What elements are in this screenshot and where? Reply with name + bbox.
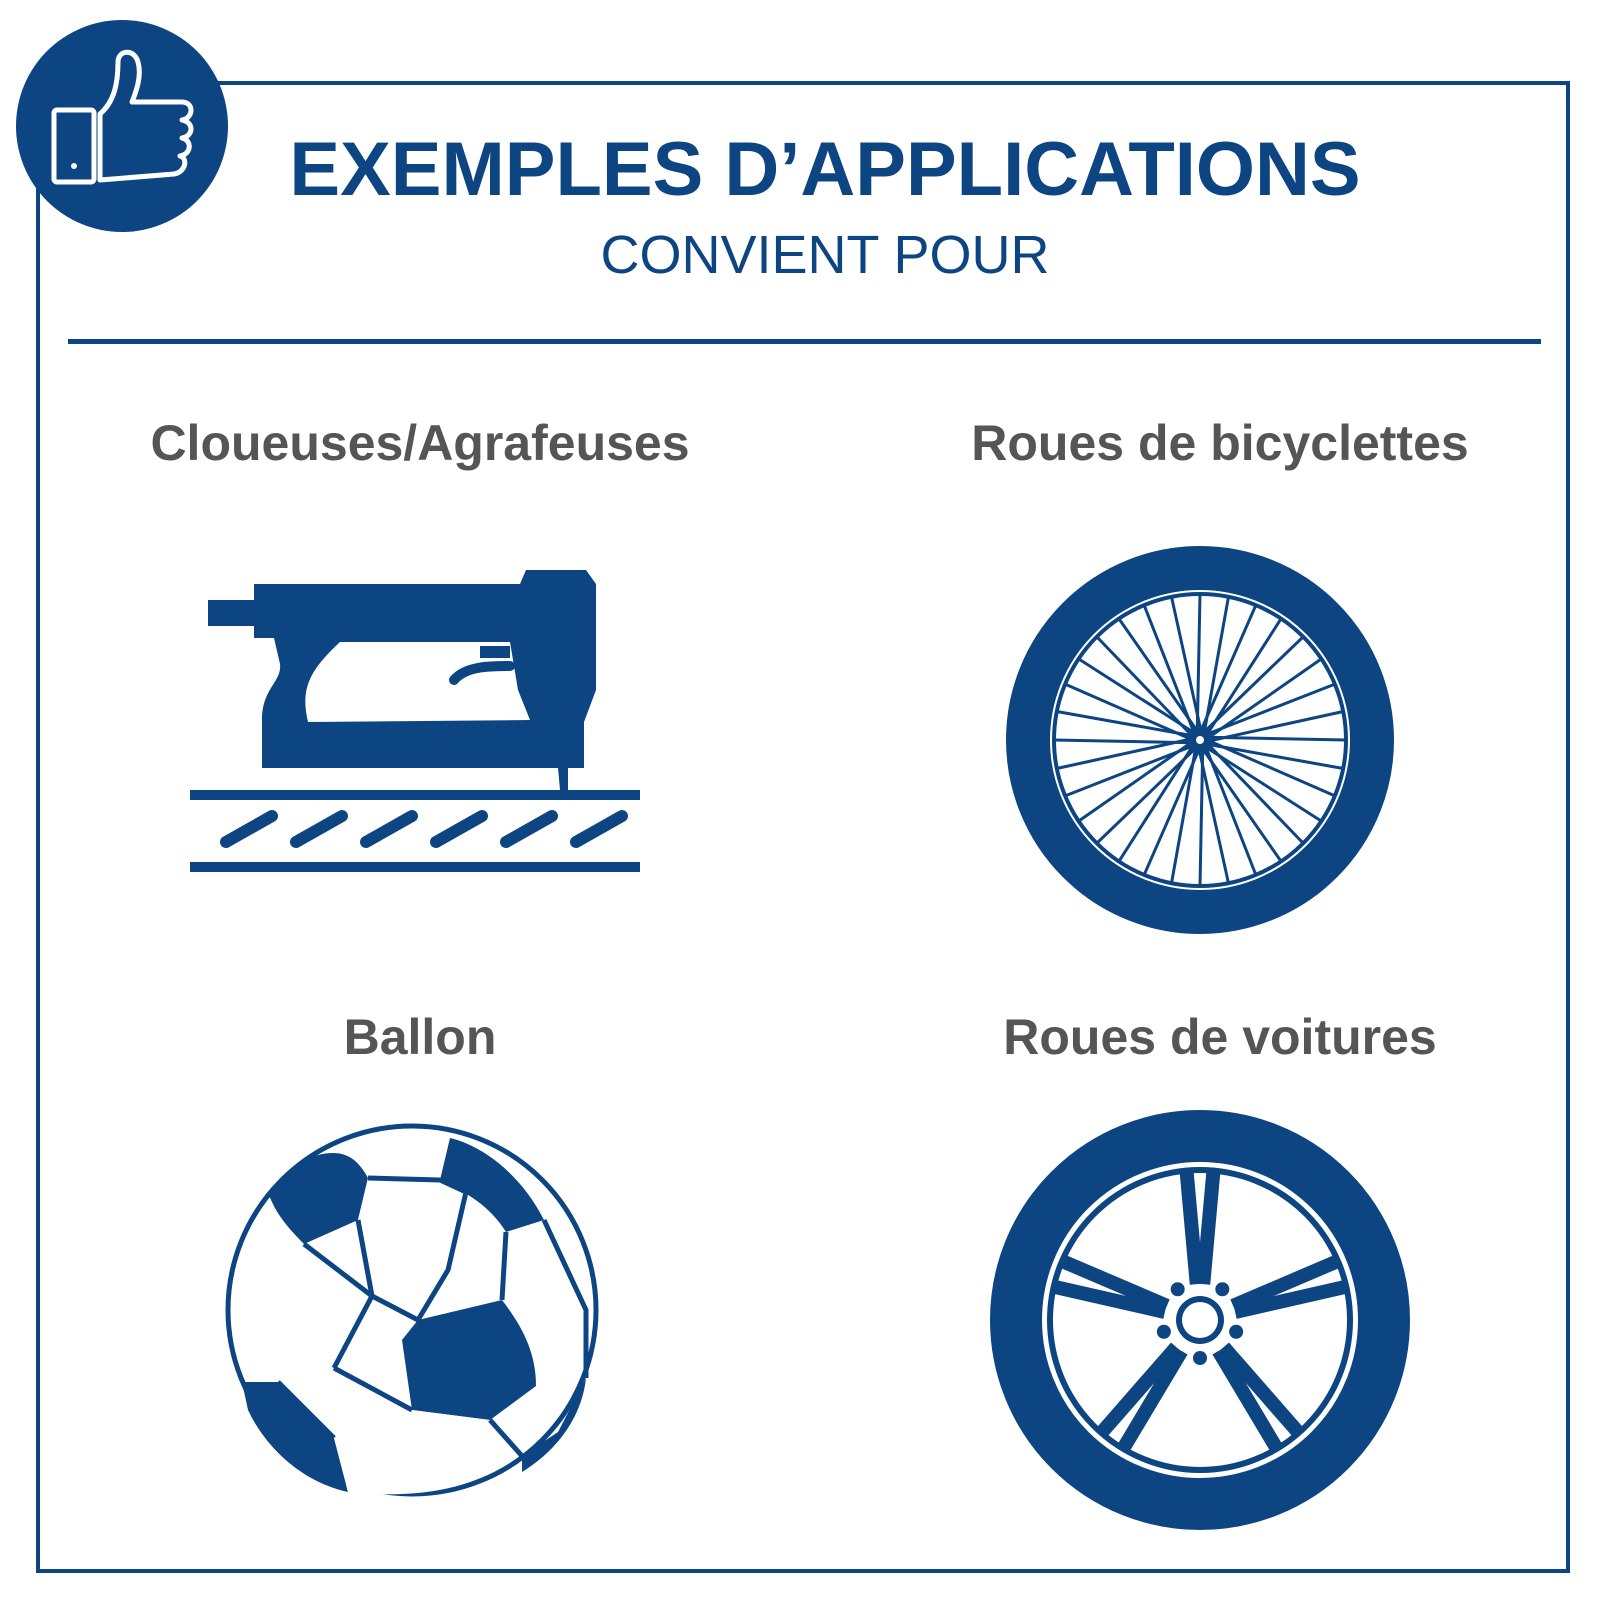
wheel-spoke bbox=[1142, 604, 1196, 735]
application-label-bicycle: Roues de bicyclettes bbox=[971, 415, 1469, 471]
wheel-spoke bbox=[1198, 747, 1205, 887]
rim-spoke bbox=[1059, 1254, 1170, 1313]
wheel-bolt bbox=[1193, 1351, 1207, 1365]
thumbs-up-icon bbox=[16, 20, 228, 232]
rim-spoke bbox=[1052, 1279, 1167, 1319]
bicycle-wheel-icon bbox=[1006, 546, 1394, 934]
wheel-spoke bbox=[1207, 710, 1344, 743]
wheel-spoke bbox=[1206, 742, 1305, 845]
wheel-spoke bbox=[1195, 593, 1202, 733]
wheel-spoke bbox=[1095, 746, 1198, 845]
wheel-spoke bbox=[1053, 738, 1193, 745]
rim-spoke bbox=[1196, 1169, 1221, 1285]
wheel-spoke bbox=[1207, 738, 1336, 798]
wheel-spoke bbox=[1095, 635, 1194, 738]
rim-spoke bbox=[1117, 1347, 1188, 1453]
wheel-bolt bbox=[1229, 1324, 1244, 1339]
header-divider bbox=[68, 339, 1541, 344]
rim-spoke bbox=[1233, 1279, 1348, 1319]
content-frame bbox=[36, 81, 1570, 1573]
page-subtitle: CONVIENT POUR bbox=[600, 225, 1050, 285]
nail-gun-icon bbox=[190, 570, 640, 872]
rim-spoke bbox=[1179, 1169, 1204, 1285]
wheel-spoke bbox=[1204, 745, 1258, 876]
rim-spoke bbox=[1212, 1347, 1283, 1453]
application-label-stapler: Cloueuses/Agrafeuses bbox=[150, 415, 690, 471]
wheel-bolt bbox=[1156, 1324, 1171, 1339]
wheel-spoke bbox=[1202, 635, 1305, 734]
rim-spoke bbox=[1218, 1342, 1304, 1438]
rim-spoke bbox=[1230, 1254, 1341, 1313]
car-wheel-icon bbox=[990, 1110, 1410, 1530]
wheel-spoke bbox=[1205, 682, 1336, 736]
application-label-car: Roues de voitures bbox=[1003, 1009, 1437, 1065]
page-title: EXEMPLES D’APPLICATIONS bbox=[289, 127, 1361, 212]
wheel-spoke bbox=[1142, 747, 1202, 876]
rim-spoke bbox=[1096, 1342, 1182, 1438]
wheel-bolt bbox=[1170, 1282, 1185, 1297]
wheel-spoke bbox=[1198, 604, 1258, 733]
wheel-spoke bbox=[1064, 682, 1193, 742]
soccer-ball-icon bbox=[225, 1123, 599, 1497]
wheel-spoke bbox=[1064, 744, 1195, 798]
application-label-ball: Ballon bbox=[343, 1009, 497, 1065]
wheel-bolt bbox=[1215, 1282, 1230, 1297]
